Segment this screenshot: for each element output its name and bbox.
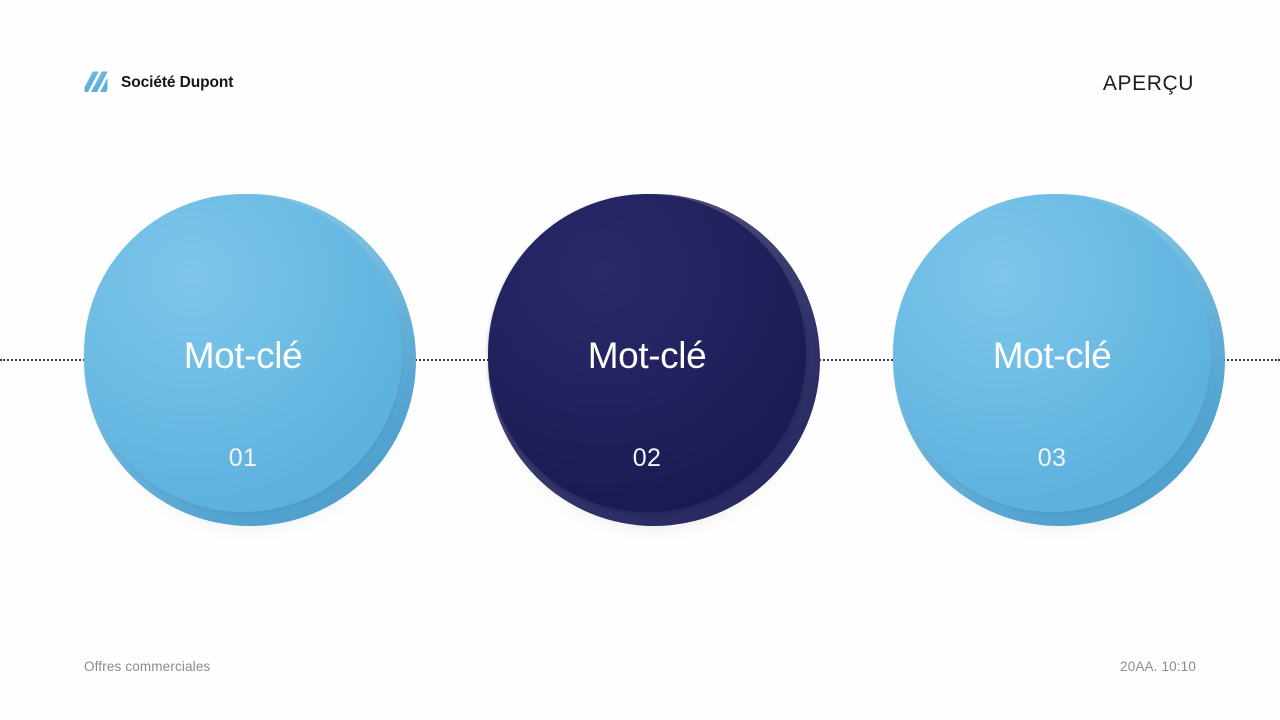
diagonal-stripes-logo-icon bbox=[84, 70, 110, 96]
circle-content: Mot-clé 01 bbox=[84, 194, 402, 512]
circle-title: Mot-clé bbox=[992, 335, 1112, 376]
circle-node-03[interactable]: Mot-clé 03 bbox=[893, 194, 1225, 526]
circle-face bbox=[488, 194, 806, 512]
circle-face bbox=[893, 194, 1211, 512]
circle-content: Mot-clé 03 bbox=[893, 194, 1211, 512]
brand-lockup[interactable]: Société Dupont bbox=[84, 70, 233, 96]
slide-section-label: APERÇU bbox=[1102, 72, 1194, 95]
circle-face bbox=[84, 194, 402, 512]
circle-title: Mot-clé bbox=[183, 335, 303, 376]
slide-header: Société Dupont APERÇU bbox=[0, 0, 1280, 150]
brand-name: Société Dupont bbox=[121, 74, 234, 91]
circle-number: 03 bbox=[1037, 444, 1067, 472]
circle-content: Mot-clé 02 bbox=[488, 194, 806, 512]
circle-number: 01 bbox=[228, 444, 258, 472]
footer-left-label: Offres commerciales bbox=[84, 659, 211, 674]
circle-title: Mot-clé bbox=[587, 335, 707, 376]
circle-node-01[interactable]: Mot-clé 01 bbox=[84, 194, 416, 526]
circle-number: 02 bbox=[632, 444, 662, 472]
footer-right-label: 20AA. 10:10 bbox=[1120, 659, 1196, 674]
circle-node-02[interactable]: Mot-clé 02 bbox=[488, 194, 820, 526]
